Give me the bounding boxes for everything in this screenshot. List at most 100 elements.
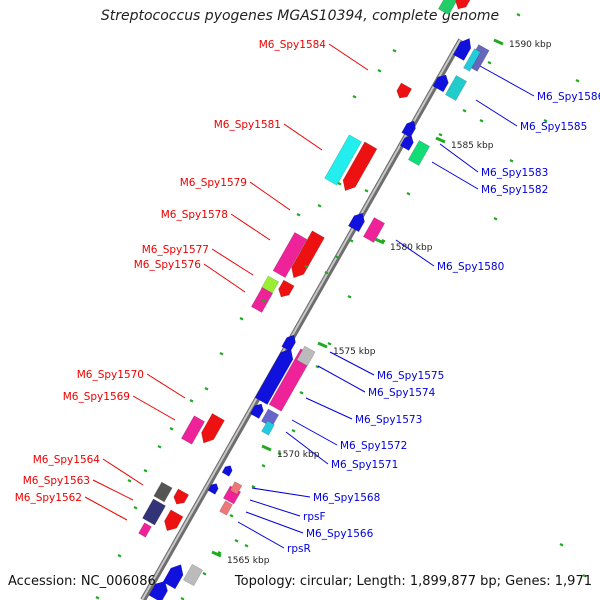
gene-1583 xyxy=(401,120,416,138)
tick-dash xyxy=(117,554,122,558)
gene-label-left[interactable]: M6_Spy1578 xyxy=(161,209,228,221)
gene-1564 xyxy=(153,481,173,503)
tick-dash xyxy=(239,317,244,321)
gene-1566-b xyxy=(221,465,233,477)
gene-label-right[interactable]: rpsF xyxy=(303,511,326,523)
tick-dash xyxy=(406,192,411,196)
kbp-tick-mark xyxy=(493,38,504,46)
leader-line xyxy=(249,181,291,211)
gene-label-left[interactable]: M6_Spy1579 xyxy=(180,177,247,189)
tick-dash xyxy=(516,13,521,17)
tick-dash xyxy=(277,452,282,456)
gene-1586-a xyxy=(453,38,472,61)
tick-dash xyxy=(229,514,234,518)
gene-bottom-blue xyxy=(162,564,184,590)
kbp-tick-label: 1585 kbp xyxy=(451,141,494,151)
tick-dash xyxy=(349,239,354,243)
gene-label-right[interactable]: M6_Spy1573 xyxy=(355,414,422,426)
gene-1576-red xyxy=(278,279,295,298)
gene-label-left[interactable]: M6_Spy1570 xyxy=(77,369,144,381)
tick-dashes xyxy=(95,13,587,600)
tick-dash xyxy=(334,255,339,259)
gene-1563-red xyxy=(173,488,190,505)
gene-label-right[interactable]: M6_Spy1566 xyxy=(306,528,374,540)
gene-bottom-grey xyxy=(182,563,204,587)
gene-label-left[interactable]: M6_Spy1562 xyxy=(15,492,82,504)
gene-1583-b xyxy=(399,135,414,151)
gene-label-left[interactable]: M6_Spy1584 xyxy=(259,39,327,51)
kbp-tick-label: 1580 kbp xyxy=(390,243,433,253)
tick-dash xyxy=(315,365,320,369)
gene-1580-a xyxy=(347,212,365,233)
gene-1585-a xyxy=(445,75,467,101)
gene-1575-blue xyxy=(254,348,294,405)
gene-1572 xyxy=(260,408,280,428)
tick-dash xyxy=(381,239,386,243)
leader-line xyxy=(251,487,311,498)
tick-dash xyxy=(296,213,301,217)
tick-dash xyxy=(509,159,514,163)
gene-label-right[interactable]: M6_Spy1568 xyxy=(313,492,380,504)
leader-line xyxy=(102,458,144,486)
gene-label-right[interactable]: M6_Spy1585 xyxy=(520,121,587,133)
leader-line xyxy=(146,373,186,399)
gene-1586-c xyxy=(463,48,481,72)
leader-line xyxy=(285,431,329,465)
gene-label-left[interactable]: M6_Spy1564 xyxy=(33,454,101,466)
gene-rpsR xyxy=(219,500,233,516)
gene-1563 xyxy=(142,498,166,526)
kbp-tick-mark xyxy=(435,136,446,144)
tick-dash xyxy=(261,299,266,303)
tick-dash xyxy=(493,217,498,221)
tick-dash xyxy=(189,399,194,403)
gene-label-right[interactable]: M6_Spy1583 xyxy=(481,167,548,179)
tick-dash xyxy=(234,539,239,543)
tick-dash xyxy=(304,265,309,269)
gene-label-left[interactable]: M6_Spy1577 xyxy=(142,244,209,256)
gene-label-right[interactable]: rpsR xyxy=(287,543,311,555)
tick-dash xyxy=(299,391,304,395)
gene-1580-b xyxy=(363,217,385,243)
leader-line xyxy=(475,99,518,127)
kbp-tick-label: 1590 kbp xyxy=(509,40,552,50)
gene-1571-b xyxy=(249,403,264,419)
tick-dash xyxy=(337,182,342,186)
gene-1575-small xyxy=(281,334,296,352)
leader-line xyxy=(305,397,353,420)
gene-1578-pink xyxy=(272,232,308,278)
tick-dash xyxy=(217,551,222,555)
kbp-tick-mark xyxy=(211,550,222,558)
gene-1566 xyxy=(207,483,219,495)
gene-rpsF xyxy=(229,481,243,495)
tick-dash xyxy=(143,469,148,473)
tick-dash xyxy=(479,119,484,123)
gene-1585-b xyxy=(432,74,449,93)
gene-1582 xyxy=(408,140,430,166)
gene-label-left[interactable]: M6_Spy1576 xyxy=(134,259,202,271)
gene-label-right[interactable]: M6_Spy1580 xyxy=(437,261,504,273)
gene-label-left[interactable]: M6_Spy1569 xyxy=(63,391,130,403)
gene-label-left[interactable]: M6_Spy1581 xyxy=(214,119,281,131)
tick-dash xyxy=(157,445,162,449)
tick-dash xyxy=(582,574,587,578)
kbp-tick-label: 1570 kbp xyxy=(277,450,320,460)
gene-label-right[interactable]: M6_Spy1586 xyxy=(537,91,600,103)
tick-dash xyxy=(392,49,397,53)
leader-line xyxy=(249,499,301,517)
gene-label-left[interactable]: M6_Spy1563 xyxy=(23,475,90,487)
tick-dash xyxy=(202,572,207,576)
gene-bottom-blue-2 xyxy=(148,580,168,600)
tick-dash xyxy=(261,464,266,468)
tick-dash xyxy=(438,133,443,137)
tick-dash xyxy=(543,119,548,123)
tick-dash xyxy=(291,429,296,433)
kbp-tick-mark xyxy=(261,444,272,452)
gene-label-right[interactable]: M6_Spy1574 xyxy=(368,387,436,399)
gene-label-right[interactable]: M6_Spy1575 xyxy=(377,370,444,382)
leader-line xyxy=(132,395,176,421)
gene-label-right[interactable]: M6_Spy1572 xyxy=(340,440,407,452)
accession-text: Accession: NC_006086 xyxy=(8,574,156,589)
gene-label-right[interactable]: M6_Spy1582 xyxy=(481,184,548,196)
gene-label-right[interactable]: M6_Spy1571 xyxy=(331,459,398,471)
